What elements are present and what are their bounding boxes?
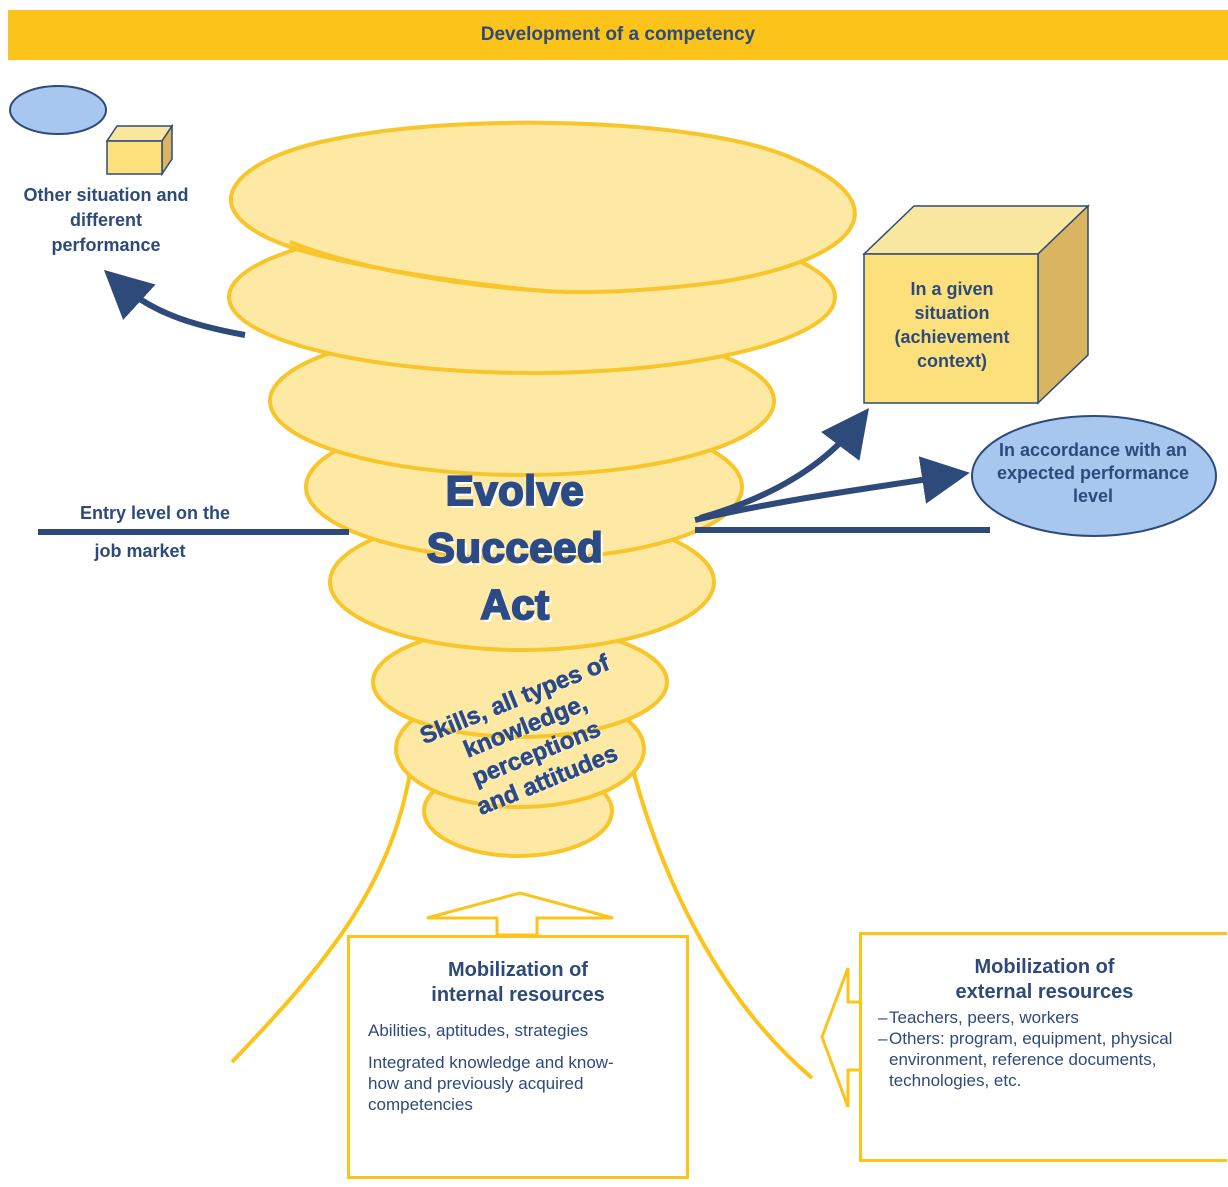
spiral-tail bbox=[289, 240, 546, 293]
small-blue-ellipse bbox=[9, 85, 107, 135]
external-resources-box: Mobilization of external resources Teach… bbox=[859, 932, 1227, 1162]
arrow-to-situation bbox=[699, 408, 870, 521]
core-word-evolve: Evolve bbox=[445, 466, 585, 515]
small-cube bbox=[105, 123, 174, 177]
situation-label: In a given situation (achievement contex… bbox=[894, 279, 1010, 371]
core-actions: Evolve Succeed Act bbox=[390, 462, 640, 633]
spiral-top-coil bbox=[228, 120, 857, 295]
arrow-to-other-situation bbox=[103, 269, 246, 338]
internal-resources-box: Mobilization of internal resources Abili… bbox=[347, 935, 689, 1179]
internal-up-arrow bbox=[426, 891, 614, 937]
arrow-to-performance bbox=[694, 456, 970, 523]
core-word-act: Act bbox=[479, 580, 550, 629]
entry-level-line2: job market bbox=[94, 541, 186, 561]
title-banner: Development of a competency bbox=[8, 10, 1228, 60]
internal-resource-item: Abilities, aptitudes, strategies bbox=[368, 1021, 589, 1040]
internal-resource-item: Integrated knowledge and know-how and pr… bbox=[368, 1053, 614, 1114]
internal-resources-title: Mobilization of internal resources bbox=[431, 959, 605, 1006]
diagram-title: Development of a competency bbox=[480, 24, 756, 45]
external-resource-item: Others: program, equipment, physical env… bbox=[862, 1028, 1189, 1091]
other-situation-label: Other situation and different performanc… bbox=[23, 185, 189, 255]
funnel-left-line bbox=[230, 759, 414, 1064]
situation-cube bbox=[862, 204, 1090, 405]
spiral bbox=[227, 120, 857, 858]
entry-level-line1: Entry level on the bbox=[79, 503, 231, 523]
performance-label: In accordance with an expected performan… bbox=[996, 440, 1190, 506]
funnel-right-line bbox=[630, 765, 814, 1080]
external-resources-title: Mobilization of external resources bbox=[955, 956, 1134, 1003]
external-resource-item: Teachers, peers, workers bbox=[862, 1007, 1227, 1028]
external-resources-list: Teachers, peers, workers Others: program… bbox=[862, 1007, 1227, 1091]
external-left-arrow bbox=[820, 967, 864, 1108]
core-word-succeed: Succeed bbox=[426, 523, 604, 572]
performance-ellipse bbox=[971, 415, 1217, 537]
